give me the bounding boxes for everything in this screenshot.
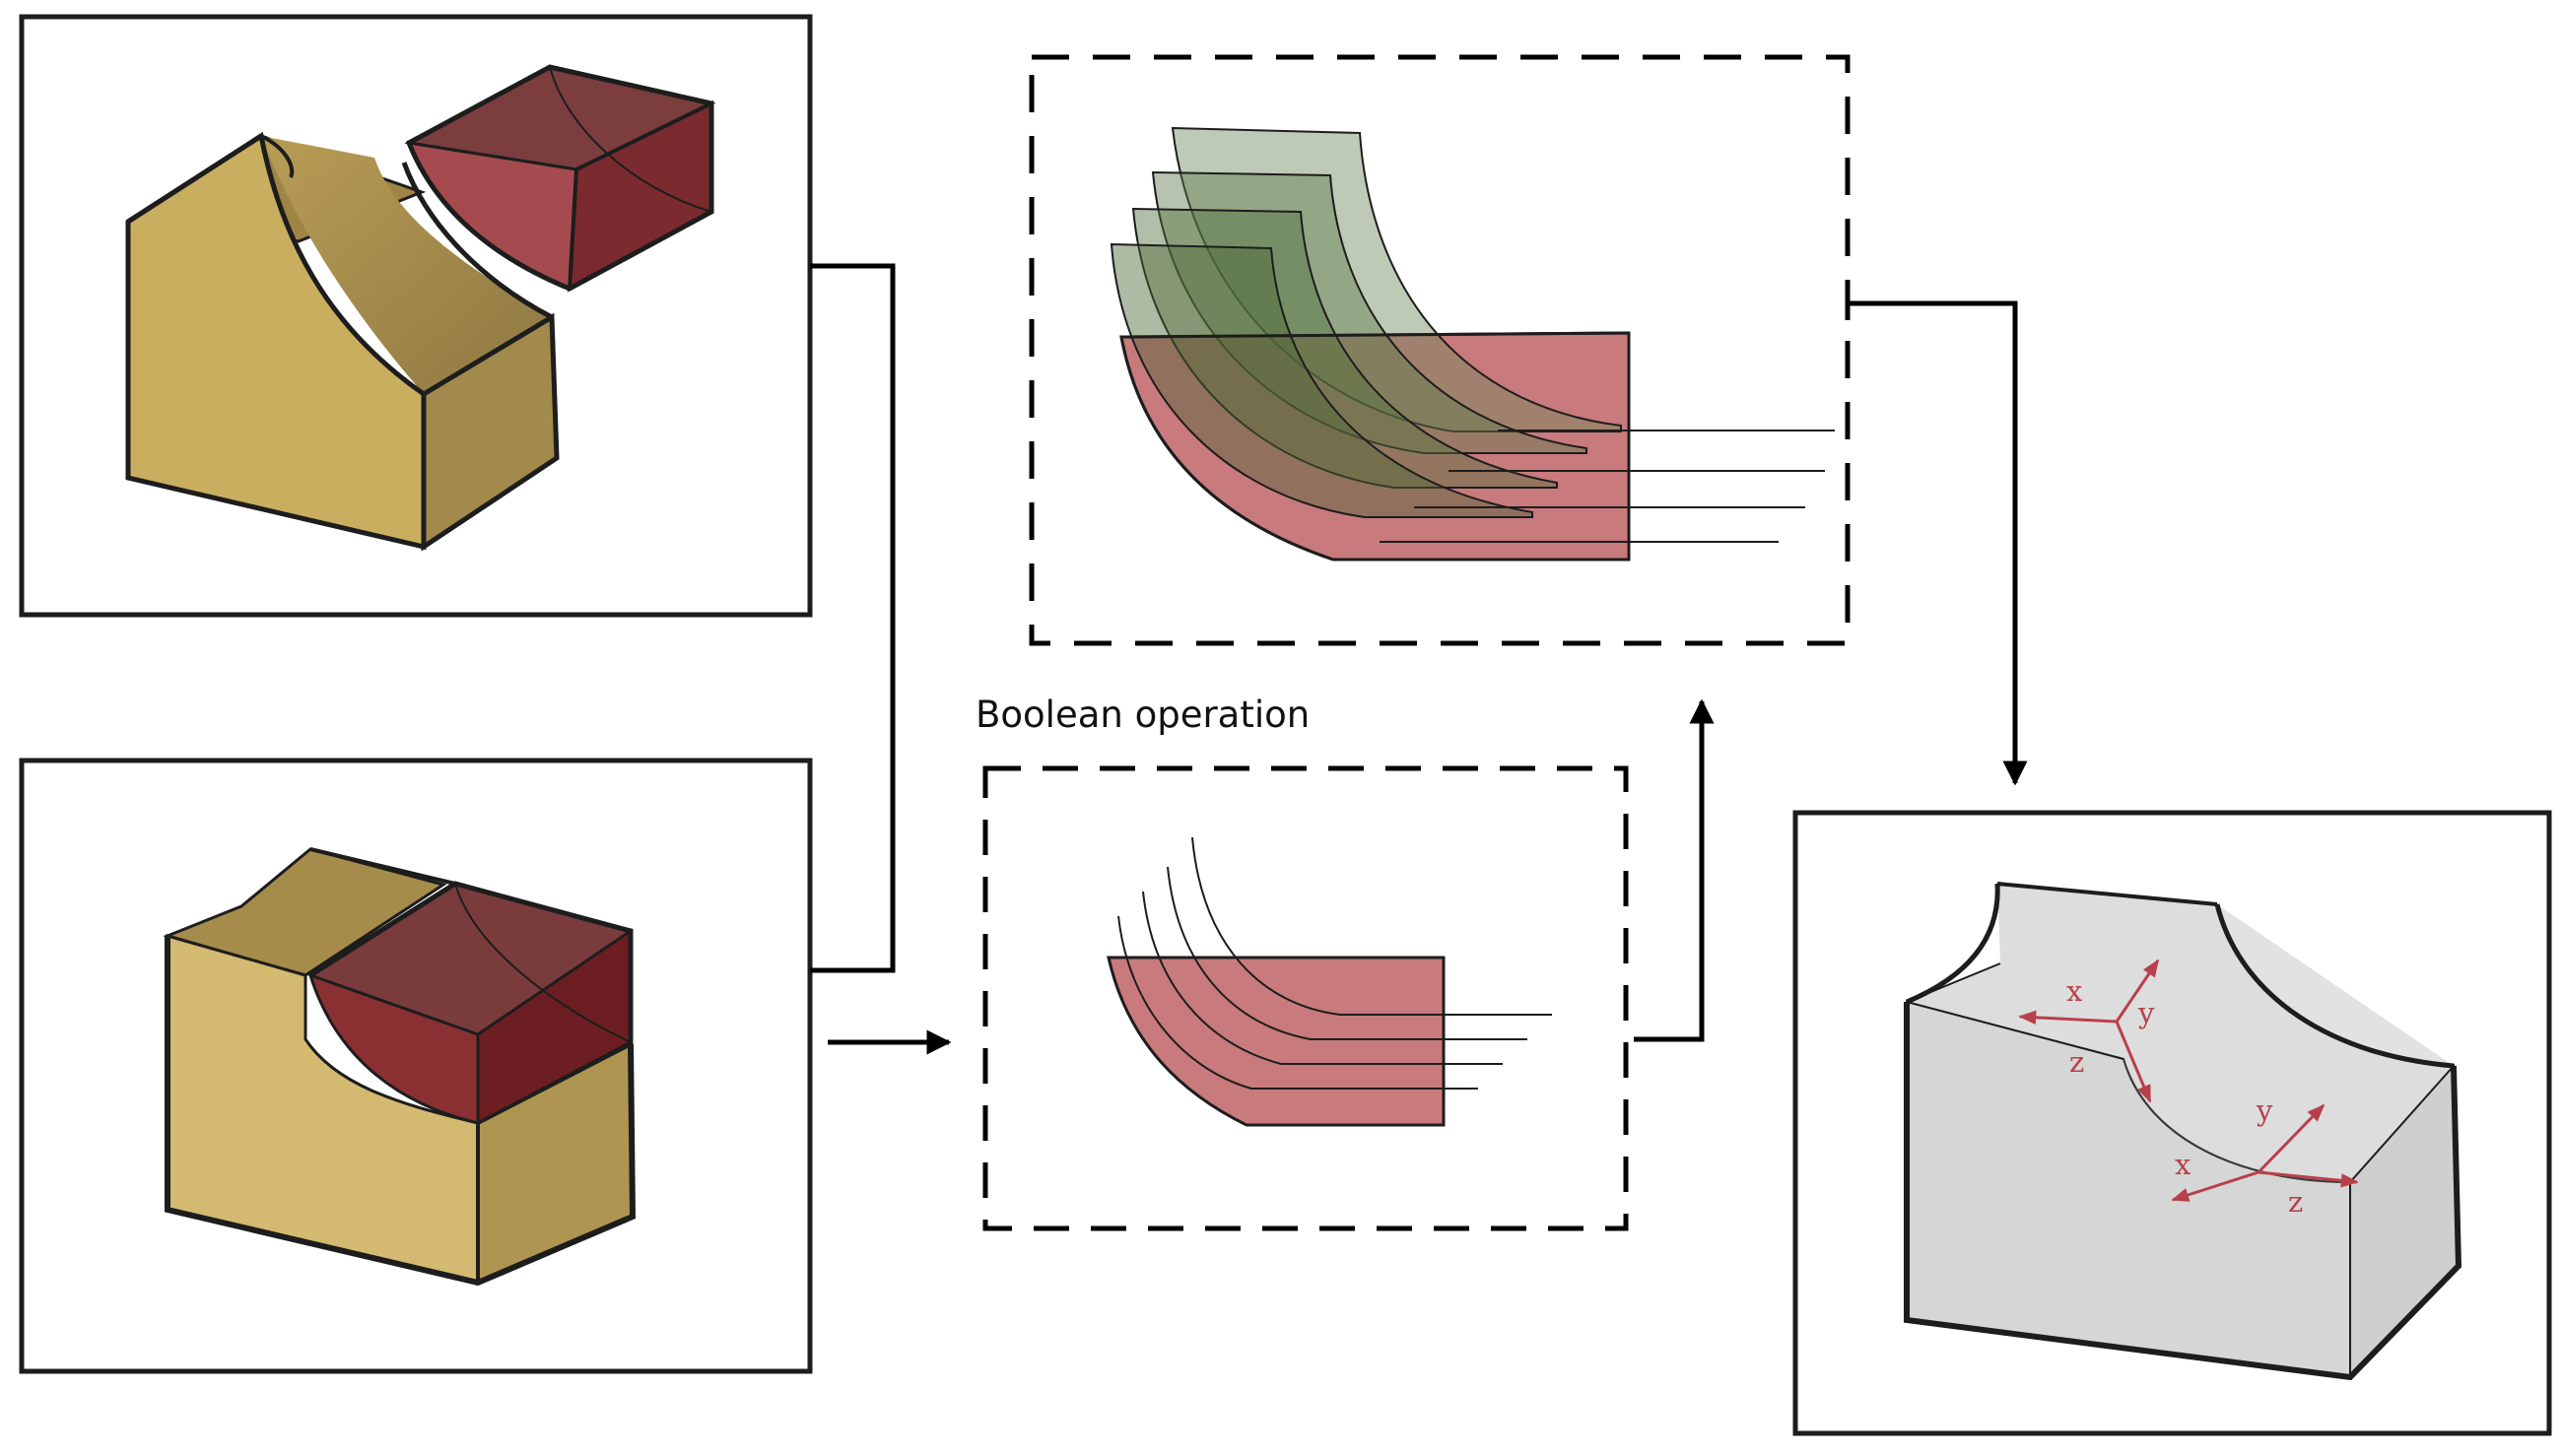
axis-y-label-upper: y	[2137, 996, 2155, 1029]
axis-x-label-lower: x	[2175, 1148, 2190, 1181]
axis-x-label-upper: x	[2066, 974, 2082, 1008]
axis-z-label-upper: z	[2069, 1045, 2084, 1079]
boolean-slab	[1107, 956, 1446, 1127]
panel-combined-parts	[19, 758, 813, 1374]
panel-result-part: x y z x y z	[1792, 810, 2552, 1436]
block-with-cavity	[125, 131, 560, 552]
coordinate-frame-upper: x y z	[2018, 959, 2160, 1103]
panel-boolean-operation	[982, 765, 1629, 1231]
boolean-dashed-frame	[982, 765, 1629, 1231]
boolean-to-layers-connector	[1634, 698, 1715, 1042]
boolean-toolpath-curves	[1117, 836, 1552, 1090]
layers-toolpath-lines	[1380, 430, 1835, 543]
layers-dashed-frame	[1029, 54, 1851, 646]
axis-z-label-lower: z	[2288, 1185, 2303, 1219]
boolean-operation-label: Boolean operation	[976, 694, 1310, 736]
panel-separate-parts	[19, 14, 813, 618]
combined-red-cutter	[307, 847, 634, 1126]
panel-layered-surfaces	[1029, 54, 1851, 646]
merge-connector	[810, 263, 952, 1055]
layers-green-sheets	[1110, 126, 1622, 518]
red-cutter-block	[404, 64, 716, 293]
coordinate-frame-lower: x y z	[2171, 1093, 2359, 1219]
layers-to-result-connector	[1845, 286, 2028, 786]
axis-y-label-lower: y	[2256, 1093, 2273, 1127]
